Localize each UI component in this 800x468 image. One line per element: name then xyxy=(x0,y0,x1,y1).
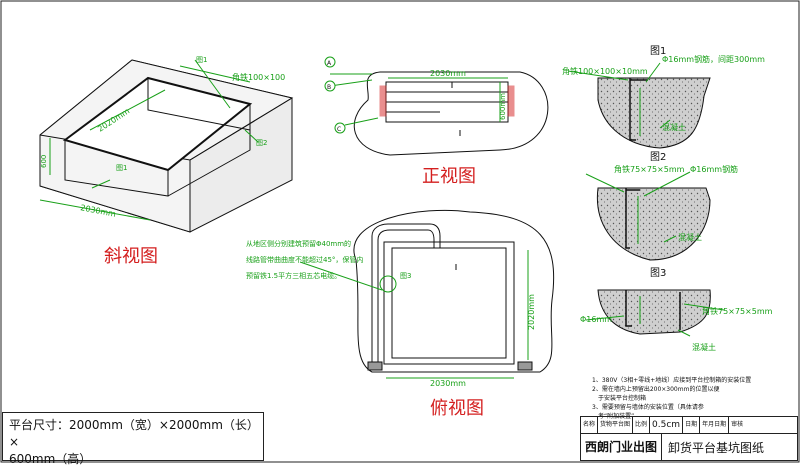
detail-fig1-title: 图1 xyxy=(650,45,666,57)
tb-name-label: 名称 xyxy=(581,417,599,433)
top-dim-width: 2030mm xyxy=(430,379,466,388)
top-view xyxy=(299,209,555,379)
detail-fig1 xyxy=(567,62,711,149)
top-title: 俯视图 xyxy=(430,398,484,419)
detail-fig2 xyxy=(585,171,711,261)
note-2: 2、需在墙内上预留出200×300mm的位置以便 xyxy=(592,386,720,393)
oblique-fig1-label: 图1 xyxy=(196,56,207,64)
front-dim-height: 600mm xyxy=(499,93,507,120)
tb-date-value: 年月日期 xyxy=(700,417,730,433)
top-note-line1: 从地区侧分别建筑预留Φ40mm的 xyxy=(246,239,351,248)
detail-fig2-concrete: 混凝土 xyxy=(678,232,702,242)
top-fig3-label: 图3 xyxy=(400,272,411,280)
detail-fig3-title: 图3 xyxy=(650,267,666,279)
top-pit xyxy=(383,241,515,365)
title-block: 名称 货物平台图 比例 0.5cm 日期 年月日期 审核 西朗门业出图 卸货平台… xyxy=(580,416,798,461)
tb-company: 西朗门业出图 xyxy=(581,434,663,461)
detail-fig2-rebar: Φ16mm钢筋 xyxy=(690,164,738,174)
detail-fig2-title: 图2 xyxy=(650,151,666,163)
install-notes: 1、380V（3相+零线+地线）应接到平台控制箱的安装位置 2、需在墙内上预留出… xyxy=(592,376,792,421)
front-label-c: C xyxy=(337,126,341,133)
oblique-dim-height: 600 xyxy=(40,155,48,168)
top-note-line2: 线路管带曲曲度不能超过45°，保管内 xyxy=(246,255,363,264)
top-dim-height: 2020mm xyxy=(527,294,536,330)
tb-review: 审核 xyxy=(731,421,744,428)
note-2b: 于安装平台控制箱 xyxy=(598,395,647,402)
platform-size-line1: 平台尺寸：2000mm（宽）×2000mm（长）× xyxy=(9,418,253,449)
oblique-title: 斜视图 xyxy=(104,246,158,267)
tb-name-value: 货物平台图 xyxy=(598,417,634,433)
oblique-fig1b-label: 图1 xyxy=(116,164,127,172)
front-title: 正视图 xyxy=(422,166,476,187)
detail-fig1-angle: 角铁100×100×10mm xyxy=(562,66,648,76)
oblique-view xyxy=(39,59,294,233)
detail-fig3-angle: 角铁75×75×5mm xyxy=(702,306,773,316)
front-label-b: B xyxy=(327,84,331,91)
tb-date-label: 日期 xyxy=(683,417,701,433)
front-label-a: A xyxy=(327,60,332,67)
top-conduit xyxy=(371,223,441,362)
oblique-angle-label: 角铁100×100 xyxy=(232,72,285,82)
top-note-line3: 预留铁1.5平方三相五芯电缆。 xyxy=(246,271,341,280)
title-block-main: 西朗门业出图 卸货平台基坑图纸 xyxy=(581,434,797,461)
tb-drawing-name: 卸货平台基坑图纸 xyxy=(668,441,765,455)
front-view xyxy=(324,56,549,156)
note-1: 1、380V（3相+零线+地线）应接到平台控制箱的安装位置 xyxy=(592,377,752,384)
tb-scale-value: 0.5cm xyxy=(650,417,684,433)
front-dim-width: 2030mm xyxy=(430,69,466,78)
detail-fig1-rebar: Φ16mm钢筋，间距300mm xyxy=(662,54,765,64)
detail-fig2-angle: 角铁75×75×5mm xyxy=(614,164,685,174)
detail-fig3 xyxy=(585,289,725,337)
detail-fig3-rebar: Φ16mm xyxy=(580,315,612,324)
platform-size-box: 平台尺寸：2000mm（宽）×2000mm（长）× 600mm（高） xyxy=(2,412,264,466)
oblique-fig2-label: 图2 xyxy=(256,139,267,147)
detail-fig1-concrete: 混凝土 xyxy=(662,122,686,132)
detail-fig3-concrete: 混凝土 xyxy=(692,342,716,352)
title-block-row: 名称 货物平台图 比例 0.5cm 日期 年月日期 审核 xyxy=(581,417,797,434)
platform-size-line2: 600mm（高） xyxy=(9,452,92,466)
tb-scale-label: 比例 xyxy=(633,417,651,433)
note-3: 3、需要预留与墙体的安装位置（具体请参 xyxy=(592,404,704,411)
